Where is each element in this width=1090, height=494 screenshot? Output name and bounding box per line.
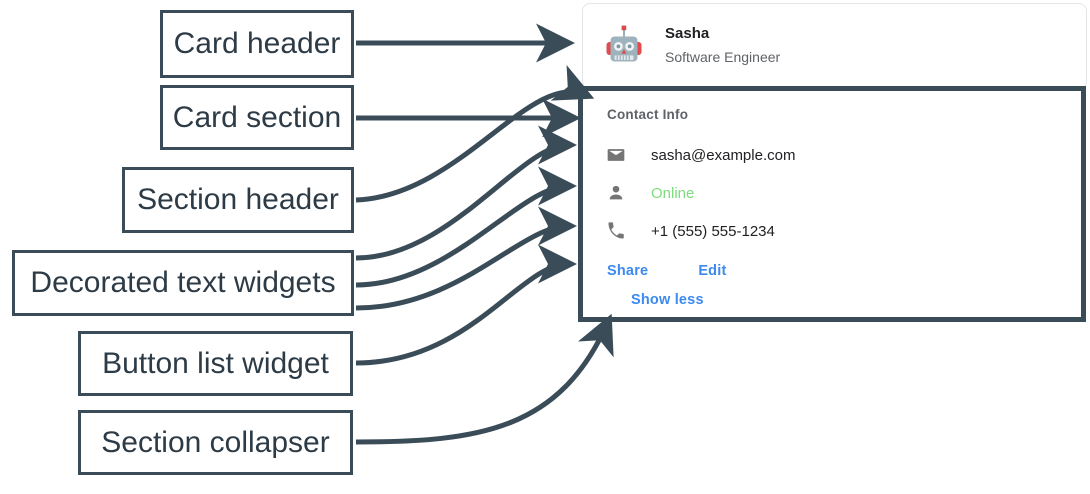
annotation-decorated-text-widgets-label: Decorated text widgets	[30, 266, 336, 299]
annotation-section-collapser-label: Section collapser	[101, 425, 330, 459]
section-header: Contact Info	[607, 107, 689, 122]
card-section-content: Contact Info sasha@example.com Online	[583, 91, 1081, 317]
annotation-button-list-widget: Button list widget	[78, 331, 353, 396]
annotation-section-header-label: Section header	[137, 183, 339, 216]
edit-button[interactable]: Edit	[698, 263, 727, 279]
card-subtitle: Software Engineer	[665, 48, 781, 65]
arrow-section-collapser	[355, 313, 614, 445]
section-collapser-button[interactable]: Show less	[631, 292, 704, 308]
annotation-card-section-label: Card section	[172, 100, 342, 134]
arrow-decorated-text-phone	[355, 206, 577, 311]
robot-avatar-icon	[601, 23, 647, 69]
phone-value: +1 (555) 555-1234	[651, 222, 775, 240]
annotation-card-header-label: Card header	[173, 27, 341, 60]
decorated-text-row-status: Online	[605, 174, 1081, 212]
arrow-button-list	[355, 244, 577, 366]
decorated-text-row-phone: +1 (555) 555-1234	[605, 212, 1081, 250]
email-value: sasha@example.com	[651, 146, 796, 164]
profile-card: Sasha Software Engineer	[582, 3, 1087, 89]
annotation-section-collapser: Section collapser	[78, 410, 353, 475]
share-button[interactable]: Share	[607, 263, 649, 279]
annotation-section-header: Section header	[122, 167, 354, 233]
person-icon	[605, 182, 627, 204]
annotation-card-header: Card header	[160, 10, 354, 78]
arrow-section-header	[355, 65, 595, 203]
card-header-text: Sasha Software Engineer	[665, 24, 780, 67]
annotation-card-section: Card section	[160, 85, 354, 150]
card-header: Sasha Software Engineer	[583, 4, 1086, 88]
card-section: Contact Info sasha@example.com Online	[578, 86, 1086, 322]
status-value: Online	[651, 184, 695, 202]
annotation-decorated-text-widgets: Decorated text widgets	[12, 250, 354, 316]
phone-icon	[605, 220, 627, 242]
annotation-button-list-widget-label: Button list widget	[102, 346, 329, 380]
button-list-widget: Share Edit	[607, 254, 1081, 288]
email-icon	[605, 144, 627, 166]
arrow-decorated-text-email	[355, 125, 577, 261]
arrow-decorated-text-status	[355, 166, 577, 288]
card-title: Sasha	[665, 25, 710, 43]
decorated-text-row-email: sasha@example.com	[605, 136, 1081, 174]
